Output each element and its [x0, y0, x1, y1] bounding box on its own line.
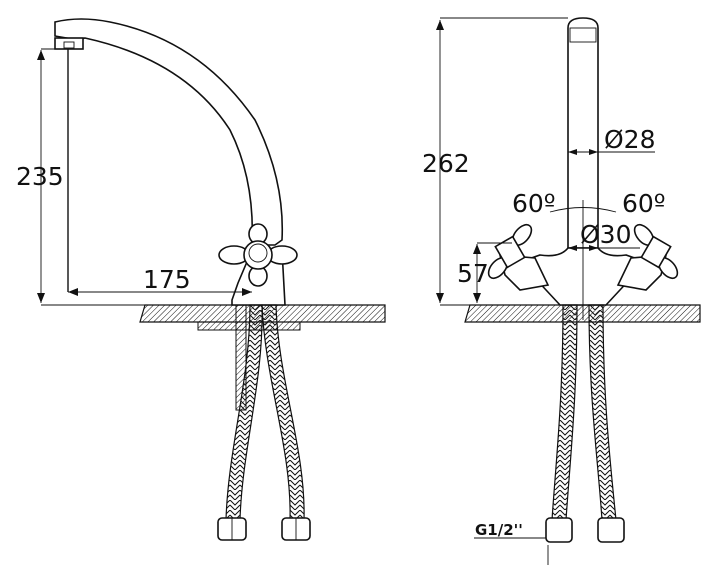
reach-175-label: 175 [143, 265, 191, 294]
spout [54, 18, 284, 246]
height-262-label: 262 [422, 149, 470, 178]
thread-label: G1/2'' [475, 521, 523, 539]
handle-left [487, 223, 550, 291]
dimension-handle-57: 57 [457, 242, 512, 303]
dimension-diameter-28: Ø28 [568, 125, 656, 155]
hoses-left [217, 304, 311, 541]
dimension-reach-175: 175 [68, 265, 252, 296]
dimension-diameter-30: Ø30 [568, 220, 640, 251]
dimension-angles: 60º 60º [512, 189, 666, 218]
front-view: 262 Ø28 60º 60º Ø30 57 [422, 17, 701, 565]
dimension-height-235: 235 [16, 48, 145, 306]
handle-height-57-label: 57 [457, 259, 489, 288]
aerator [54, 37, 84, 50]
handle-right [616, 223, 679, 291]
side-view: 235 175 [16, 18, 386, 541]
hoses-right [545, 304, 625, 543]
dimension-thread: G1/2'' [474, 521, 549, 565]
countertop-right [464, 304, 701, 323]
height-235-label: 235 [16, 162, 64, 191]
diameter-28-label: Ø28 [604, 125, 656, 154]
dimension-height-262: 262 [422, 17, 568, 306]
angle-left-label: 60º [512, 189, 556, 218]
spout-column [567, 17, 599, 249]
angle-right-label: 60º [622, 189, 666, 218]
handle-cross-icon [218, 223, 298, 287]
diameter-30-label: Ø30 [580, 220, 632, 249]
